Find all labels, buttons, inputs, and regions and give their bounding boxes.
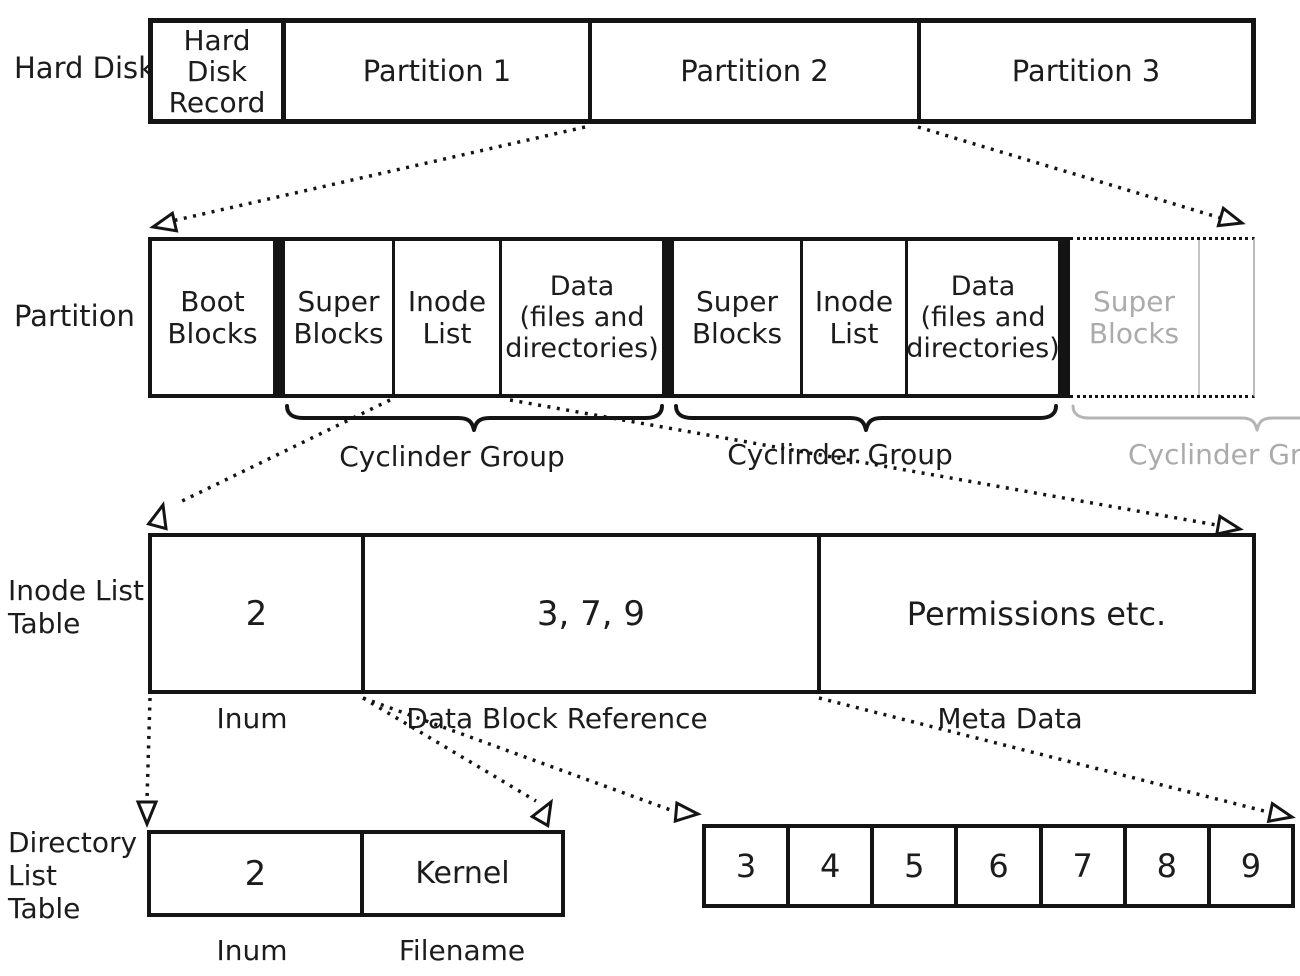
data-cell-2: Data (files and directories) (905, 241, 1060, 394)
data-block-cell: 5 (870, 828, 954, 904)
super-blocks-cell-3-faded: Super Blocks (1070, 240, 1200, 395)
inode-inum-cell: 2 (245, 593, 268, 634)
data-block-cell: 6 (954, 828, 1038, 904)
inode-list-cell-1: Inode List (392, 241, 499, 394)
cylinder-group-brace-1 (285, 404, 664, 432)
hard-disk-row-label: Hard Disk (14, 51, 155, 85)
data-block-cell: 3 (735, 847, 757, 885)
data-block-cell: 4 (786, 828, 870, 904)
dotted-arrow-partition3-to-detail (917, 125, 1225, 221)
arrowhead-icon (149, 210, 179, 233)
directory-list-table-box: 2 Kernel (147, 830, 565, 917)
cylinder-group-brace-3-faded (1071, 404, 1300, 432)
inode-table-label: Inode List Table (8, 574, 144, 640)
data-block-cell: 8 (1122, 828, 1207, 904)
cylinder-group-separator (273, 241, 285, 394)
partition-3-cell: Partition 3 (917, 23, 1251, 119)
meta-data-field-label: Meta Data (937, 702, 1083, 735)
inode-permissions-cell: Permissions etc. (817, 537, 1252, 690)
arrowhead-icon (146, 501, 168, 531)
inum-field-label: Inum (216, 702, 288, 735)
boot-blocks-cell: Boot Blocks (167, 284, 258, 350)
arrowhead-icon (1216, 205, 1246, 228)
arrowhead-icon (673, 800, 702, 824)
faded-cylinder-group-zone: Super Blocks (1070, 237, 1255, 398)
partition-1-cell: Partition 1 (281, 23, 588, 119)
cylinder-group-label-3-faded: Cyclinder Gro (1128, 438, 1300, 471)
arrowhead-icon (1266, 801, 1296, 824)
cylinder-group-label-2: Cyclinder Group (727, 438, 953, 471)
data-blocks-box: 3 4 5 6 7 8 9 (702, 824, 1295, 908)
partition-row-label: Partition (14, 299, 135, 333)
cylinder-group-separator (662, 241, 674, 394)
directory-inum-field-label: Inum (216, 934, 288, 967)
directory-inum-cell: 2 (244, 853, 267, 894)
inode-list-table-box: 2 3, 7, 9 Permissions etc. (148, 533, 1256, 694)
cylinder-group-label-1: Cyclinder Group (339, 440, 565, 473)
directory-filename-field-label: Filename (398, 934, 526, 967)
super-blocks-cell-2: Super Blocks (691, 284, 783, 350)
super-blocks-cell-1: Super Blocks (293, 284, 384, 350)
inode-block-refs-cell: 3, 7, 9 (361, 537, 817, 690)
partition-box: Boot Blocks Super Blocks Inode List Data… (148, 237, 1070, 398)
directory-table-label: Directory List Table (8, 826, 138, 925)
data-block-reference-field-label: Data Block Reference (406, 702, 708, 735)
hard-disk-record-cell: Hard Disk Record (168, 23, 266, 119)
dotted-arrow-inum-to-directory (145, 697, 152, 801)
arrowhead-icon (135, 800, 159, 828)
data-block-cell: 9 (1206, 828, 1291, 904)
dotted-arrow-partition1-to-detail (171, 125, 586, 223)
directory-filename-cell: Kernel (360, 834, 561, 913)
data-block-cell: 7 (1038, 828, 1123, 904)
data-cell-1: Data (files and directories) (499, 241, 662, 394)
hard-disk-box: Hard Disk Record Partition 1 Partition 2… (148, 18, 1256, 124)
partition-2-cell: Partition 2 (588, 23, 917, 119)
cylinder-group-brace-2 (674, 404, 1058, 432)
inode-list-cell-2: Inode List (800, 241, 905, 394)
arrowhead-icon (529, 798, 553, 828)
